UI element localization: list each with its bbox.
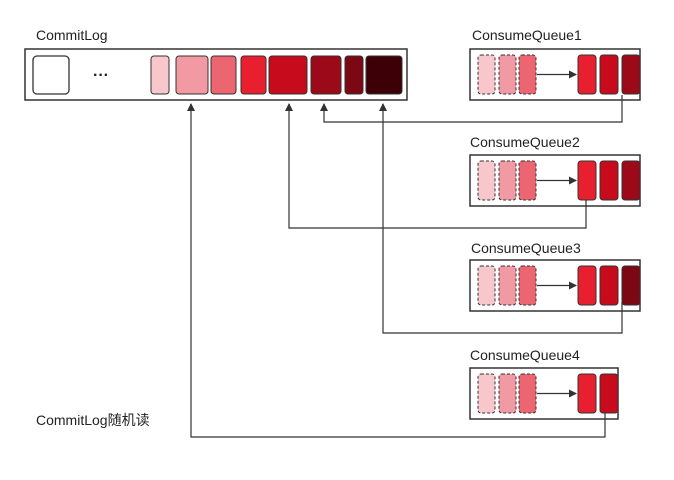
queue-consumed-entry	[498, 160, 517, 201]
connectors	[187, 95, 623, 438]
queue-title: ConsumeQueue2	[470, 134, 580, 150]
queue-consumed-entry	[498, 54, 517, 95]
queue-consumed-entry	[518, 160, 537, 201]
queue-pending-entry	[577, 265, 597, 306]
queue-consumed-entry	[498, 265, 517, 306]
queue-pending-entry	[621, 160, 641, 201]
consume-queue-2: ConsumeQueue2	[469, 134, 641, 207]
queue-pending-entry	[599, 54, 619, 95]
queue-consumed-entry	[477, 265, 496, 306]
commitlog-cell-empty	[32, 55, 70, 95]
queue-pending-entry	[577, 373, 597, 414]
queue-pending-entry	[577, 54, 597, 95]
queue-pending-entry	[621, 265, 641, 306]
queue-title: ConsumeQueue1	[472, 27, 582, 43]
commitlog-cell	[310, 55, 342, 95]
consume-queue-3: ConsumeQueue3	[469, 240, 641, 312]
queue-title: ConsumeQueue4	[470, 347, 580, 363]
queue-consumed-entry	[498, 373, 517, 414]
queue-consumed-entry	[477, 373, 496, 414]
connector-queue2	[285, 103, 587, 229]
queue-pending-entry	[599, 160, 619, 201]
commitlog-cell	[268, 55, 308, 95]
commitlog-cell	[240, 55, 267, 95]
commitlog-title: CommitLog	[36, 27, 108, 43]
commitlog-cells	[32, 55, 403, 95]
commitlog-ellipsis: ···	[93, 67, 109, 84]
commitlog-cell	[210, 55, 237, 95]
queue-pending-entry	[599, 265, 619, 306]
consume-queue-group: ConsumeQueue1ConsumeQueue2ConsumeQueue3C…	[469, 27, 641, 420]
connector-queue1	[320, 95, 623, 123]
queue-consumed-entry	[518, 265, 537, 306]
queue-pending-entry	[599, 373, 619, 414]
commitlog-random-read-label: CommitLog随机读	[36, 412, 150, 428]
commitlog-cell	[150, 55, 170, 95]
connector-queue3	[379, 103, 623, 334]
consume-queue-1: ConsumeQueue1	[469, 27, 641, 101]
queue-consumed-entry	[518, 373, 537, 414]
commitlog-cell	[344, 55, 364, 95]
queue-pending-entry	[621, 54, 641, 95]
queue-pending-entry	[577, 160, 597, 201]
commitlog-cell	[175, 55, 209, 95]
queue-consumed-entry	[477, 54, 496, 95]
queue-consumed-entry	[518, 54, 537, 95]
connector-queue4	[187, 103, 606, 438]
consume-queue-4: ConsumeQueue4	[469, 347, 619, 420]
queue-consumed-entry	[477, 160, 496, 201]
commitlog-cell	[365, 55, 403, 95]
queue-title: ConsumeQueue3	[471, 240, 581, 256]
